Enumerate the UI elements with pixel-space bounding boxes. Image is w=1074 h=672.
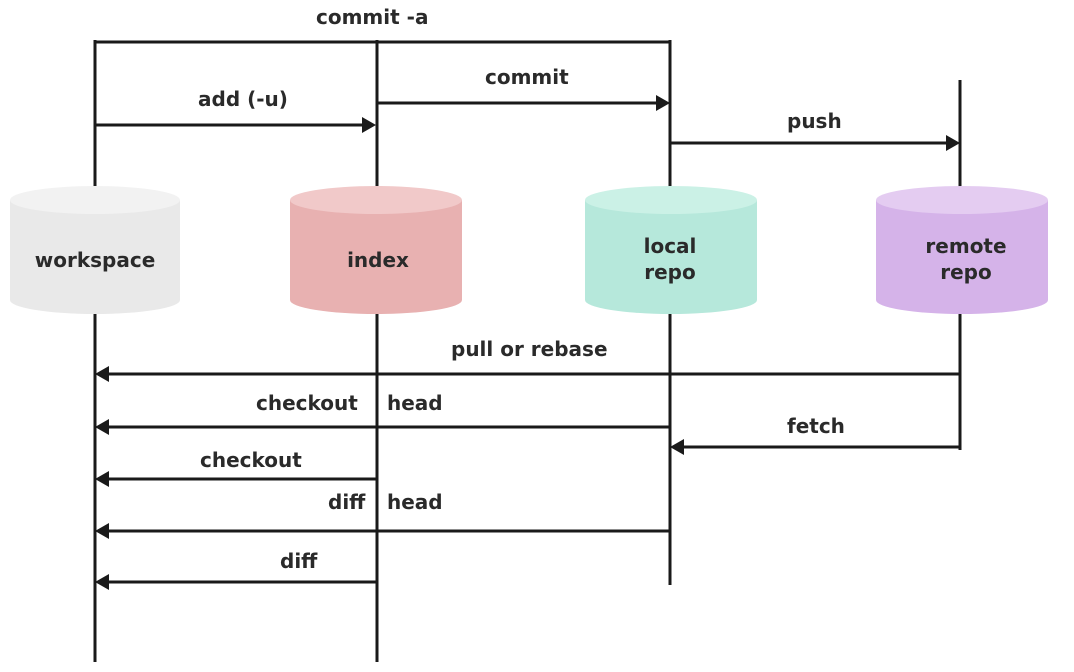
checkout-head-arrow xyxy=(95,419,670,435)
checkout-label: checkout xyxy=(200,448,302,472)
workspace-label: workspace xyxy=(35,248,156,272)
local-repo-label-line1: local xyxy=(644,234,697,258)
push-label: push xyxy=(787,109,842,133)
push-arrow xyxy=(670,135,960,151)
diff-head-left-label: diff xyxy=(328,490,366,514)
commit-arrow xyxy=(377,95,670,111)
checkout-arrow xyxy=(95,471,377,487)
diff-head-arrow xyxy=(95,523,670,539)
add-label: add (-u) xyxy=(198,87,288,111)
fetch-label: fetch xyxy=(787,414,845,438)
diff-arrow xyxy=(95,574,377,590)
pull-or-rebase-arrow xyxy=(95,366,960,382)
commit-label: commit xyxy=(485,65,569,89)
remote-repo-store: remote repo xyxy=(876,186,1048,314)
pull-or-rebase-label: pull or rebase xyxy=(451,337,608,361)
checkout-head-left-label: checkout xyxy=(256,391,358,415)
fetch-arrow xyxy=(670,439,960,455)
index-label: index xyxy=(347,248,409,272)
remote-repo-label-line1: remote xyxy=(925,234,1006,258)
workspace-store: workspace xyxy=(10,186,180,314)
checkout-head-right-label: head xyxy=(387,391,443,415)
remote-repo-label-line2: repo xyxy=(940,260,991,284)
diff-head-right-label: head xyxy=(387,490,443,514)
index-store: index xyxy=(290,186,462,314)
local-repo-store: local repo xyxy=(585,186,757,314)
diff-label: diff xyxy=(280,549,318,573)
commit-a-label: commit -a xyxy=(316,5,428,29)
local-repo-label-line2: repo xyxy=(644,260,695,284)
add-arrow xyxy=(95,117,376,133)
